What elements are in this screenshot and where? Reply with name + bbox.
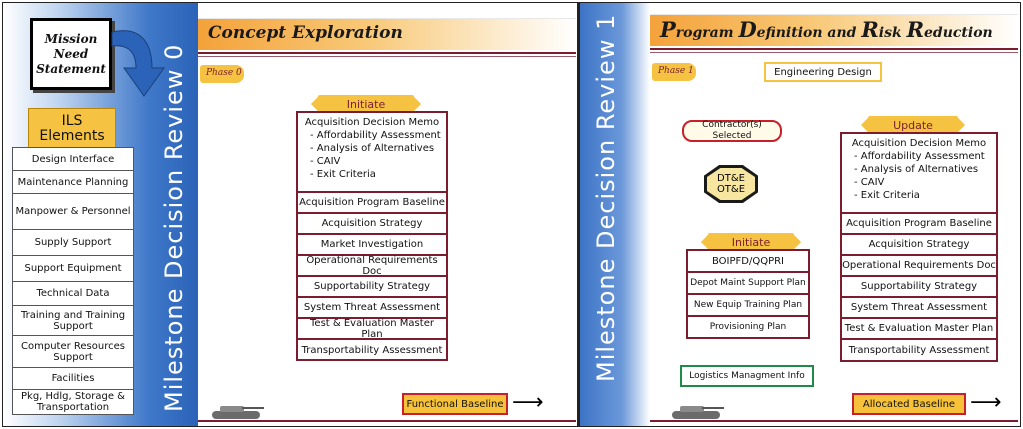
panel-divider [577,3,580,426]
header-rule-thin [650,52,1018,53]
bottom-rule-right [650,420,1018,422]
title-cap: R [906,17,925,42]
title-rest: eduction [924,25,993,41]
right-arrow-icon: ⟶ [970,390,1002,415]
initiate-banner-right: Initiate [708,233,794,251]
document-item: Test & Evaluation Master Plan [842,319,996,340]
memo-item: - Exit Criteria [854,190,920,201]
tank-icon [212,406,264,419]
acquisition-decision-memo: Acquisition Decision Memo - Affordabilit… [298,113,446,193]
ils-item: Facilities [13,368,133,390]
mission-need-line-2: Need [53,46,89,61]
memo-item: - Analysis of Alternatives [854,164,979,175]
memo-title: Acquisition Decision Memo [851,138,987,149]
memo-title: Acquisition Decision Memo [304,117,440,128]
ils-item: Pkg, Hdlg, Storage & Transportation [21,391,125,413]
right-blue-column [580,3,650,426]
mission-need-statement: Mission Need Statement [30,18,112,90]
functional-baseline: Functional Baseline [402,393,508,415]
initiate-item: BOIPFD/QQPRI [688,251,808,273]
logistics-management-info: Logistics Managment Info [680,365,814,387]
ils-item: Computer Resources Support [13,336,133,368]
phase-0-tag: Phase 0 [200,65,244,83]
ils-item: Training and Training Support [13,306,133,336]
dte-label: DT&E [717,173,745,184]
title-rest: rogram [675,25,739,41]
mission-need-line-3: Statement [36,61,106,76]
document-item: Transportability Assessment [301,344,443,356]
concept-exploration-header [198,18,576,50]
document-item: Acquisition Program Baseline [298,193,446,214]
ils-elements-banner: ILS Elements [28,108,116,150]
initiate-item: Provisioning Plan [709,322,787,332]
phase-0-documents: Acquisition Decision Memo - Affordabilit… [296,111,448,361]
engineering-design-box: Engineering Design [764,62,882,82]
title-rest: efinition and [756,25,862,41]
document-item: Market Investigation [298,235,446,256]
memo-item: - Affordability Assessment [854,151,985,162]
title-cap: D [738,17,757,42]
document-item: Acquisition Program Baseline [842,214,996,235]
document-item: System Threat Assessment [298,298,446,319]
title-rest: isk [878,25,907,41]
phase-1-initiate-items: BOIPFD/QQPRI Depot Maint Support Plan Ne… [686,249,810,339]
milestone-review-1-label: Milestone Decision Review 1 [592,13,620,382]
memo-item: - CAIV [310,156,341,167]
ils-banner-line-1: ILS [61,113,83,129]
initiate-item: New Equip Training Plan [688,295,808,317]
acquisition-decision-memo: Acquisition Decision Memo - Affordabilit… [842,134,996,214]
ils-banner-line-2: Elements [39,128,105,144]
allocated-baseline: Allocated Baseline [852,393,966,415]
document-item: Transportability Assessment [848,344,990,356]
phase-1-tag: Phase 1 [652,63,696,81]
header-rule-thin [198,56,576,57]
document-item: System Threat Assessment [842,298,996,319]
update-banner: Update [868,116,958,134]
document-item: Test & Evaluation Master Plan [298,318,446,340]
document-item: Supportability Strategy [298,277,446,298]
document-item: Supportability Strategy [842,277,996,298]
ils-elements-list: Design Interface Maintenance Planning Ma… [12,147,134,415]
initiate-item: Depot Maint Support Plan [688,273,808,295]
title-cap: R [861,17,879,42]
mission-need-line-1: Mission [44,31,98,46]
memo-item: - Exit Criteria [310,169,376,180]
program-definition-header [650,14,1018,46]
phase-1-documents: Acquisition Decision Memo - Affordabilit… [840,132,998,362]
document-item: Acquisition Strategy [842,235,996,256]
title-cap: P [660,17,676,42]
document-item: Operational Requirements Doc [298,255,446,277]
header-rule [198,52,576,54]
bottom-rule-left [198,420,576,422]
ils-item: Maintenance Planning [13,171,133,194]
ils-item: Technical Data [13,282,133,306]
concept-exploration-title: Concept Exploration [208,23,403,43]
document-item: Acquisition Strategy [298,214,446,235]
curved-arrow-icon [111,30,165,97]
contractor-selected-box: Contractor(s) Selected [682,120,782,142]
ils-item: Support Equipment [13,256,133,282]
ils-item: Design Interface [13,148,133,171]
right-arrow-icon: ⟶ [512,390,544,415]
dte-ote-octagon-fill: DT&E OT&E [707,168,755,200]
ote-label: OT&E [716,184,746,195]
tank-icon [672,406,724,419]
ils-item: Supply Support [13,230,133,256]
memo-item: - Affordability Assessment [310,130,441,141]
document-item: Operational Requirements Doc [842,256,996,277]
program-definition-title: Program Definition and Risk Reduction [660,17,993,42]
memo-item: - CAIV [854,177,885,188]
memo-item: - Analysis of Alternatives [310,143,435,154]
header-rule [650,48,1018,50]
ils-item: Manpower & Personnel [13,194,133,230]
initiate-banner: Initiate [318,95,414,113]
